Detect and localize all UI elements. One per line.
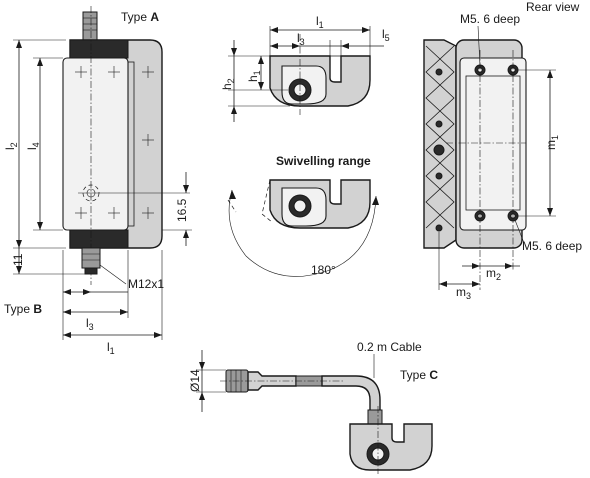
hinge-leaf: [62, 57, 129, 231]
svg-text:m1: m1: [544, 135, 560, 150]
mount-bottom-label: M5. 6 deep: [522, 239, 582, 253]
swivel-view: 180°: [227, 179, 379, 277]
svg-text:m3: m3: [456, 285, 471, 301]
swivelling-range-title: Swivelling range: [276, 154, 371, 168]
svg-text:m2: m2: [486, 266, 501, 282]
svg-text:l3: l3: [86, 316, 94, 332]
svg-text:11: 11: [11, 253, 25, 266]
dimension-l4: l4: [25, 57, 63, 231]
svg-text:l3: l3: [297, 31, 305, 47]
cable: [321, 375, 381, 415]
type-b-label: Type B: [4, 302, 42, 316]
dimension-l1-top: l1: [269, 14, 371, 56]
type-c-view: [220, 369, 433, 474]
bottom-knuckle: [69, 229, 129, 249]
svg-text:h1: h1: [246, 70, 262, 82]
svg-text:l5: l5: [382, 27, 390, 43]
svg-text:l4: l4: [25, 142, 41, 150]
rear-view: [423, 39, 527, 290]
svg-text:h2: h2: [220, 78, 236, 90]
angle-label: 180°: [311, 263, 336, 277]
rear-view-label: Rear view: [526, 0, 580, 14]
svg-text:l1: l1: [107, 340, 115, 356]
thread-label: M12x1: [128, 277, 164, 291]
type-c-label: Type C: [400, 368, 438, 382]
dimension-l3-top: l3: [270, 31, 331, 78]
top-knuckle: [69, 39, 129, 59]
bottom-connector: [81, 247, 101, 269]
dimension-m3: m3: [438, 232, 480, 301]
dimension-m1: m1: [516, 69, 560, 217]
dimension-l3-front: l3: [62, 250, 129, 340]
svg-text:l2: l2: [3, 142, 19, 150]
dimension-l2: l2: [3, 39, 66, 249]
front-view: [62, 6, 190, 285]
top-connector: [82, 11, 98, 41]
svg-text:16.5: 16.5: [175, 198, 189, 222]
dimension-l5-top: l5: [330, 27, 390, 56]
dimension-m2: m2: [462, 263, 520, 282]
cable-label: 0.2 m Cable: [357, 340, 422, 354]
type-a-label: Type A: [121, 10, 159, 24]
dimension-11: 11: [11, 248, 85, 275]
mount-top-label: M5. 6 deep: [460, 12, 520, 26]
top-view: [269, 55, 371, 107]
dimension-dia14: Ø14: [188, 350, 226, 412]
dimension-h1-h2: h2 h1: [220, 40, 290, 122]
dimension-l1-front: l1: [63, 250, 163, 356]
svg-text:l1: l1: [316, 14, 324, 30]
svg-text:Ø14: Ø14: [188, 369, 202, 392]
dimension-16-5: 16.5: [162, 172, 192, 246]
